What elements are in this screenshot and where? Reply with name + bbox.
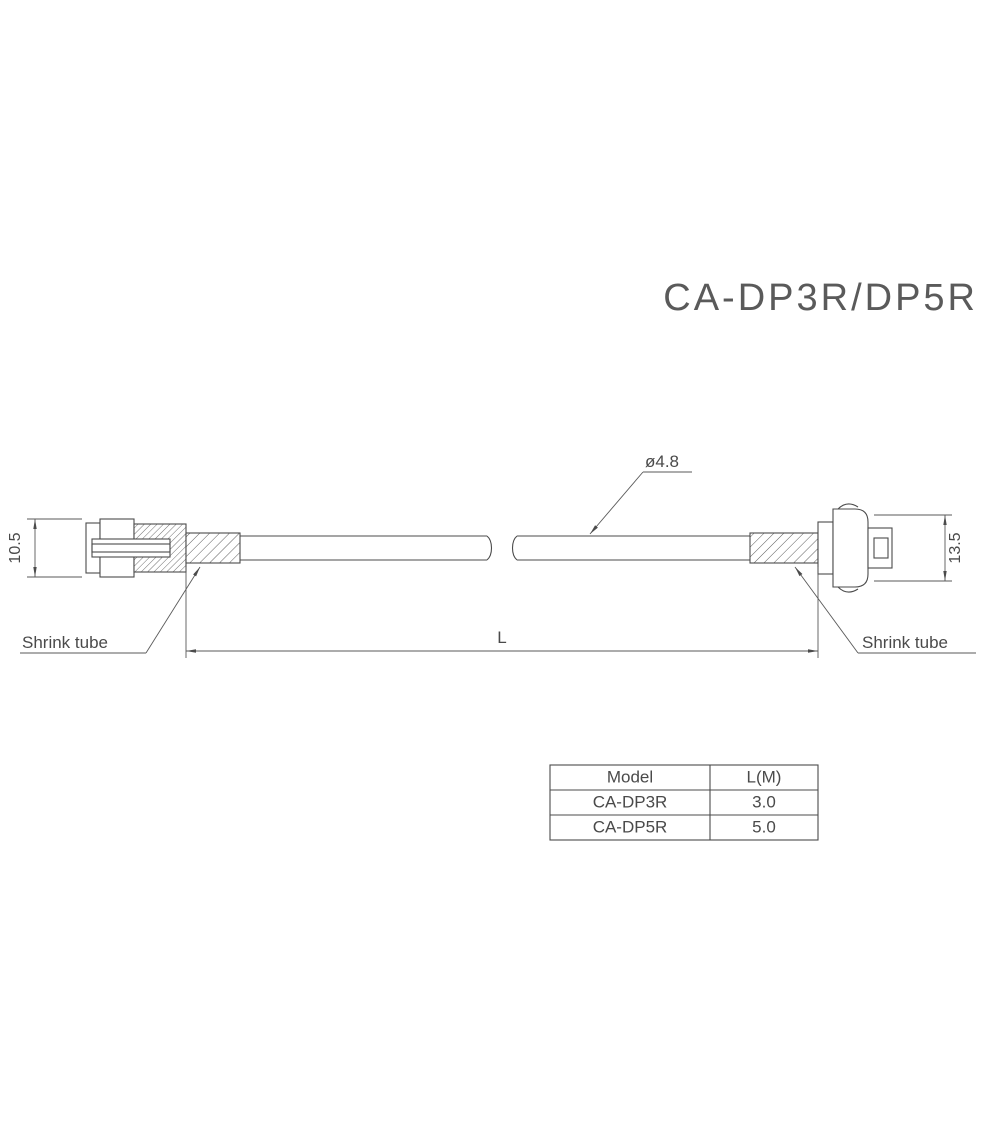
cable-break-left: [486, 535, 493, 561]
left-dim-arrow-bottom: [33, 567, 37, 577]
cable-assembly: [85, 503, 893, 593]
right-height-value: 13.5: [947, 532, 964, 563]
left-connector-inner-sleeve: [91, 538, 171, 558]
table-header-length: L(M): [747, 767, 782, 786]
table-cell-model-2: CA-DP5R: [593, 817, 668, 836]
right-connector-collar: [817, 521, 834, 575]
cable-break-right: [511, 535, 518, 561]
right-height-dimension: 13.5: [874, 514, 964, 582]
shrink-left-leader: [145, 566, 201, 654]
diameter-leader-arrow: [590, 525, 598, 534]
length-value: L: [497, 628, 506, 647]
left-shrink-tube: [185, 532, 241, 564]
table-row: CA-DP5R 5.0: [593, 817, 776, 836]
shrink-tube-label-right: Shrink tube: [862, 633, 948, 652]
left-height-value: 10.5: [7, 532, 24, 563]
shrink-left-arrow: [193, 567, 200, 577]
cable: [240, 535, 750, 561]
right-connector-latch-bottom: [837, 586, 859, 593]
left-dim-arrow-top: [33, 519, 37, 529]
table-header-model: Model: [607, 767, 653, 786]
drawing-title: CA-DP3R/DP5R: [663, 277, 978, 319]
left-connector: [85, 518, 187, 578]
right-connector-latch-top: [837, 503, 859, 510]
shrink-tube-callout-right: Shrink tube: [794, 566, 976, 654]
table-border: [549, 764, 819, 841]
cable-diameter-value: ø4.8: [645, 452, 679, 471]
right-connector: [817, 503, 893, 593]
right-connector-tip-detail: [873, 537, 889, 559]
length-arrow-left: [186, 649, 196, 653]
diameter-leader-line: [589, 471, 644, 535]
length-arrow-right: [808, 649, 818, 653]
shrink-tube-callout-left: Shrink tube: [20, 566, 201, 654]
right-dim-arrow-top: [943, 515, 947, 525]
shrink-right-arrow: [795, 567, 803, 577]
shrink-tube-label-left: Shrink tube: [22, 633, 108, 652]
table-cell-length-2: 5.0: [752, 817, 776, 836]
table-row: CA-DP3R 3.0: [593, 792, 776, 811]
left-connector-inner-core: [91, 543, 171, 553]
right-connector-body: [832, 508, 869, 588]
dimensions: 10.5 13.5 ø4.8: [7, 452, 976, 658]
left-height-dimension: 10.5: [7, 518, 82, 578]
shrink-right-leader: [794, 566, 859, 654]
cable-diameter-callout: ø4.8: [589, 452, 692, 535]
model-table: Model L(M) CA-DP3R 3.0 CA-DP5R 5.0: [549, 764, 819, 841]
length-dimension: L: [185, 567, 819, 658]
right-shrink-tube: [749, 532, 819, 564]
table-cell-length-1: 3.0: [752, 792, 776, 811]
right-dim-arrow-bottom: [943, 571, 947, 581]
table-cell-model-1: CA-DP3R: [593, 792, 668, 811]
